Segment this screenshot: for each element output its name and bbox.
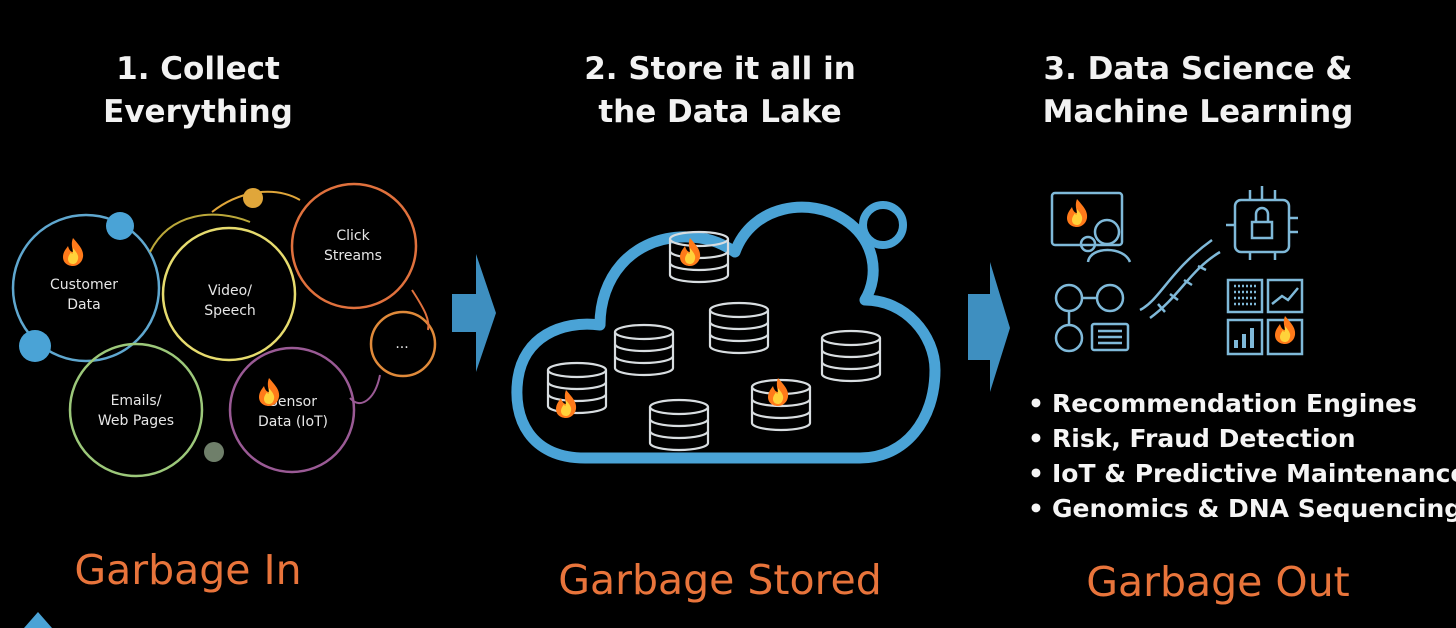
cloud-bubble — [859, 201, 907, 249]
data-science-icons — [1050, 186, 1304, 356]
click-label-2: Streams — [324, 248, 382, 264]
corner-triangle — [24, 612, 52, 628]
step-2-title-line-1: 2. Store it all in — [584, 51, 856, 87]
use-case-item: •Recommendation Engines — [1028, 389, 1417, 418]
step-1-title-line-2: Everything — [103, 94, 293, 130]
database-icon — [708, 301, 770, 355]
data-lake-cloud — [511, 201, 941, 464]
connector — [411, 289, 430, 331]
dna-icon — [1139, 238, 1221, 320]
sensor-label-2: Data (IoT) — [258, 414, 328, 430]
node-dot — [106, 212, 134, 240]
emails-label-2: Web Pages — [98, 413, 174, 429]
fire-icon — [63, 238, 84, 266]
connector — [349, 374, 381, 404]
node-dot — [243, 188, 263, 208]
database-icon — [820, 329, 882, 383]
fire-icon — [1067, 199, 1088, 227]
use-case-item: •Risk, Fraud Detection — [1028, 424, 1356, 453]
node-dot — [19, 330, 51, 362]
step-3-title-line-2: Machine Learning — [1042, 94, 1354, 130]
use-case-item: •IoT & Predictive Maintenance — [1028, 456, 1456, 491]
step-1-title-line-1: 1. Collect — [116, 51, 280, 87]
click-label-1: Click — [336, 228, 370, 244]
use-case-text: Recommendation Engines — [1052, 389, 1417, 418]
sensor-label-1: Sensor — [269, 394, 317, 410]
garbage-stored-label: Garbage Stored — [558, 556, 882, 604]
use-case-text: Risk, Fraud Detection — [1052, 424, 1356, 453]
monitor-person-icon — [1050, 191, 1132, 263]
cloud-outline — [511, 201, 941, 464]
database-icon — [648, 398, 710, 452]
use-case-text: IoT & Predictive Maintenance — [1052, 459, 1456, 488]
data-sources-cluster: Customer Data Video/ Speech Click Stream… — [11, 182, 437, 478]
step-2-heading: 2. Store it all in the Data Lake — [510, 48, 930, 134]
use-case-text: Genomics & DNA Sequencing — [1052, 494, 1456, 523]
more-sources-bubble — [369, 310, 437, 378]
emails-web-bubble — [68, 342, 204, 478]
fire-icon — [768, 378, 789, 406]
video-label-2: Speech — [204, 303, 256, 319]
customer-data-bubble — [11, 213, 161, 363]
sensor-iot-bubble — [228, 346, 356, 474]
lock-circuit-icon — [1226, 186, 1298, 260]
database-icon — [613, 323, 675, 377]
fire-icon — [259, 378, 280, 406]
emails-label-1: Emails/ — [111, 393, 162, 409]
fire-icon — [556, 390, 577, 418]
step-2-title-line-2: the Data Lake — [598, 94, 842, 130]
dashboard-icon — [1226, 278, 1304, 356]
garbage-out-label: Garbage Out — [1086, 558, 1350, 606]
flow-arrow-2 — [968, 262, 1010, 392]
customer-label-1: Customer — [50, 277, 118, 293]
use-case-list: •Recommendation Engines •Risk, Fraud Det… — [1028, 386, 1456, 526]
connector — [149, 213, 251, 253]
step-3-heading: 3. Data Science & Machine Learning — [988, 48, 1408, 134]
use-case-item: •Genomics & DNA Sequencing — [1028, 491, 1456, 526]
click-streams-bubble — [290, 182, 418, 310]
garbage-in-label: Garbage In — [74, 546, 302, 594]
customer-label-2: Data — [67, 297, 100, 313]
flow-arrow-1 — [452, 254, 496, 372]
video-speech-bubble — [161, 226, 297, 362]
node-dot — [204, 442, 224, 462]
step-3-title-line-1: 3. Data Science & — [1043, 51, 1353, 87]
video-label-1: Video/ — [208, 283, 252, 299]
more-label: ... — [395, 336, 408, 352]
step-1-heading: 1. Collect Everything — [0, 48, 408, 134]
people-network-icon — [1054, 283, 1130, 353]
